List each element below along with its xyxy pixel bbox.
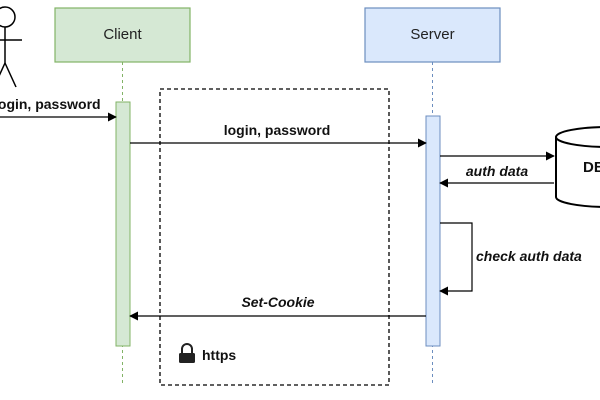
server-self-arrow bbox=[439, 222, 473, 296]
server-self-label: check auth data bbox=[476, 248, 582, 264]
client-to-server-label: login, password bbox=[224, 122, 331, 138]
client-activation-bar bbox=[115, 101, 131, 347]
client-box[interactable] bbox=[54, 7, 191, 63]
server-to-client-label: Set-Cookie bbox=[241, 294, 314, 310]
lock-icon bbox=[179, 343, 195, 363]
db-label: DB bbox=[583, 159, 600, 176]
https-label: https bbox=[202, 347, 236, 363]
https-frame bbox=[159, 88, 390, 386]
client-label: Client bbox=[103, 26, 142, 43]
client-participant[interactable]: Client bbox=[54, 7, 191, 63]
server-activation-bar bbox=[425, 115, 441, 347]
database-icon: DB bbox=[555, 126, 600, 208]
user-to-client-label: login, password bbox=[0, 96, 101, 112]
server-to-db-label: auth data bbox=[466, 163, 528, 179]
server-label: Server bbox=[410, 26, 454, 43]
server-participant[interactable]: Server bbox=[364, 7, 501, 63]
user-actor-icon bbox=[0, 6, 22, 88]
